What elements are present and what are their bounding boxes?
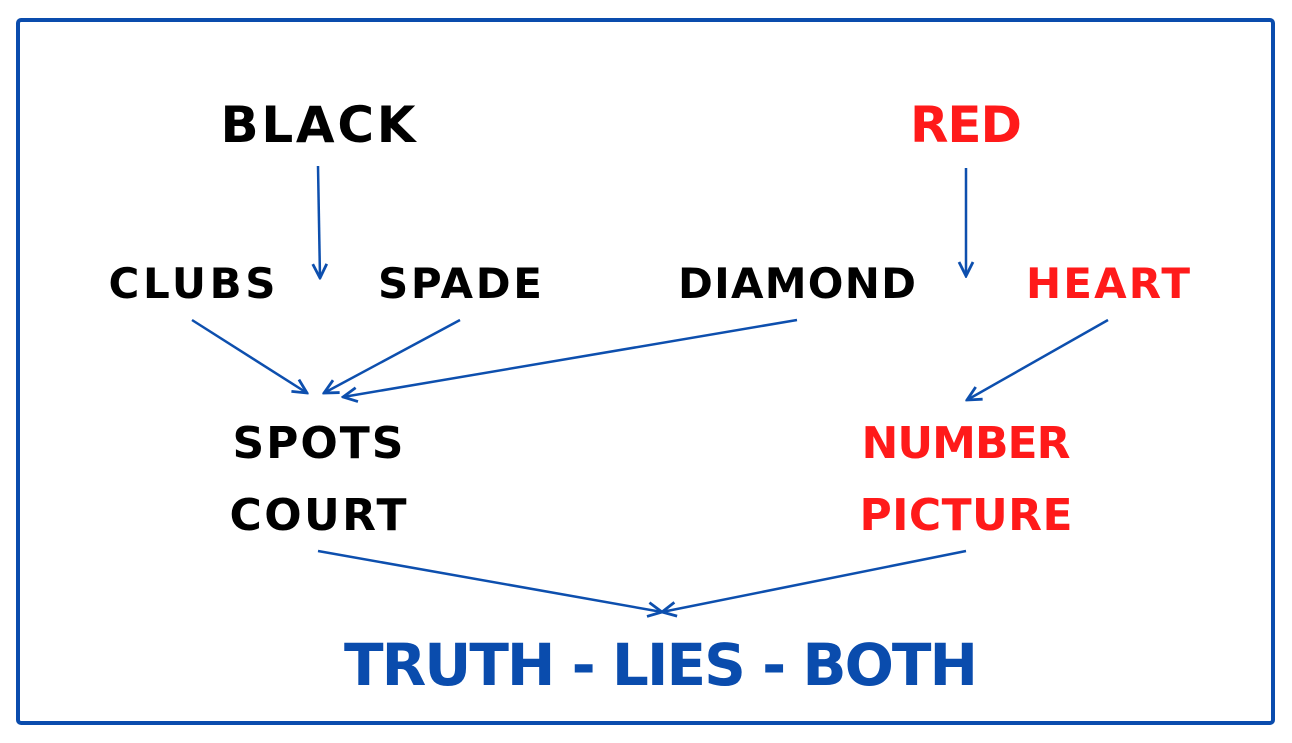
label-result: TRUTH - LIES - BOTH <box>344 631 978 699</box>
label-black: BLACK <box>221 96 418 154</box>
diagram-frame <box>16 18 1275 725</box>
label-heart: HEART <box>1026 259 1190 308</box>
arrow-black-to-suits <box>318 165 320 278</box>
arrow-spade-to-spots <box>324 318 461 393</box>
label-red: RED <box>910 96 1022 154</box>
arrow-clubs-to-spots <box>191 318 307 393</box>
label-picture: PICTURE <box>860 490 1073 541</box>
label-spade: SPADE <box>378 259 542 308</box>
arrow-heart-to-number <box>967 318 1109 400</box>
label-number: NUMBER <box>862 418 1071 469</box>
arrow-diamond-to-spots <box>343 318 798 397</box>
label-clubs: CLUBS <box>109 259 276 308</box>
arrow-court-to-result <box>317 549 662 612</box>
label-diamond: DIAMOND <box>678 259 916 308</box>
label-court: COURT <box>230 490 407 541</box>
arrow-picture-to-result <box>662 549 967 612</box>
label-spots: SPOTS <box>233 418 404 469</box>
